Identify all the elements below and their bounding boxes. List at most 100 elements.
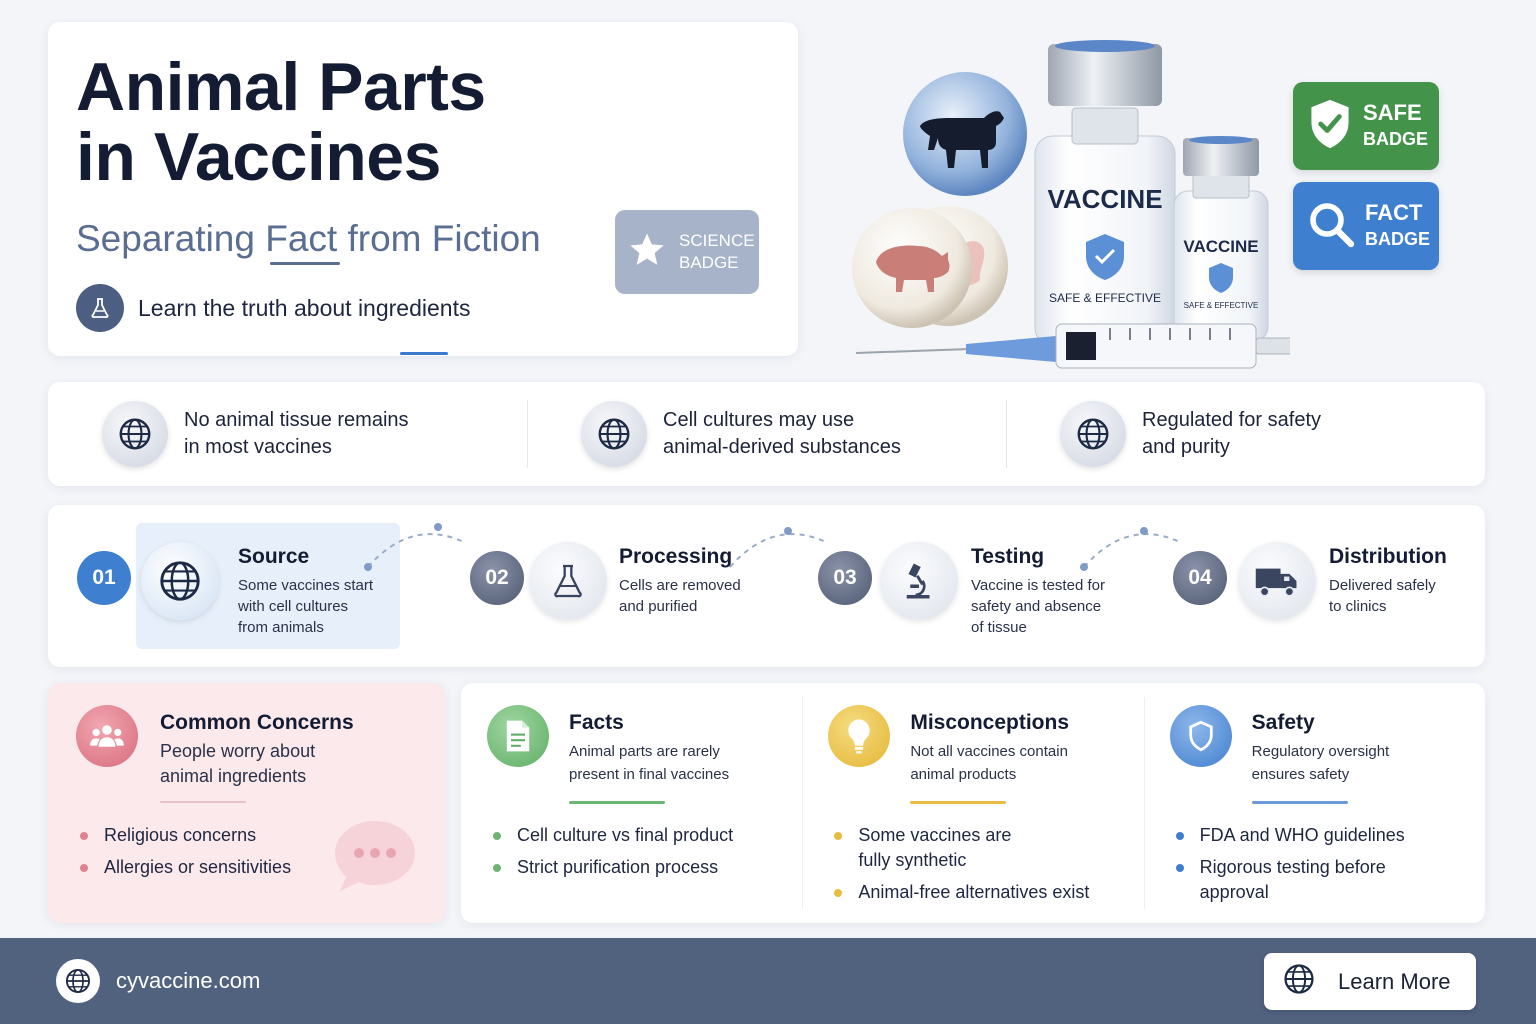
learn-more-button[interactable]: Learn More [1264,953,1476,1010]
list-item: Animal-free alternatives exist [834,880,1124,905]
step-number: 01 [77,551,131,605]
site-url[interactable]: cyvaccine.com [116,968,261,993]
list-item: Allergies or sensitivities [80,855,370,880]
science-badge-line1: SCIENCE [679,231,755,250]
fact-line2: animal-derived substances [663,436,901,458]
fact-line2: and purity [1142,436,1230,458]
list-item: Religious concerns [80,823,370,848]
flask-icon [76,284,124,332]
vial-small-label: VACCINE [1183,237,1258,256]
globe-icon [141,542,219,620]
learn-more-label: Learn More [1338,968,1451,994]
safe-badge: SAFE BADGE [1293,82,1439,170]
globe-icon [102,401,168,467]
page-subtitle: Separating Fact from Fiction [76,218,541,259]
list-item: Strict purification process [493,855,783,880]
vial-large-label: VACCINE [1047,184,1162,214]
step-title: Distribution [1329,545,1447,568]
globe-icon [1282,962,1316,1001]
globe-icon [56,959,100,1003]
cow-icon [903,72,1027,196]
divider [569,801,665,804]
globe-icon [581,401,647,467]
syringe-icon [855,323,1290,369]
step-number: 02 [470,551,524,605]
globe-icon [1060,401,1126,467]
facts-list: Cell culture vs final product Strict pur… [493,823,783,887]
list-item: Cell culture vs final product [493,823,783,848]
lightbulb-icon [828,705,891,767]
truck-icon [1238,542,1316,620]
tagline-row: Learn the truth about ingredients [76,284,470,332]
step-connector [1080,527,1183,571]
divider [160,801,246,803]
step-connector [364,523,467,571]
vaccine-vial-large: VACCINE SAFE & EFFECTIVE [1034,40,1176,347]
divider [1251,801,1348,804]
concerns-list: Religious concerns Allergies or sensitiv… [80,823,370,887]
chat-bubble-icon [335,821,415,891]
step-number: 04 [1173,551,1227,605]
step-title: Source [238,545,310,568]
list-item: FDA and WHO guidelines [1175,823,1466,848]
vaccine-illustration: VACCINE SAFE & EFFECTIVE VACCINE SAFE & … [852,40,1290,369]
step-title: Processing [619,545,733,568]
fact-item: Cell cultures may use animal-derived subs… [527,382,1006,486]
fact-item: Regulated for safety and purity [1006,382,1485,486]
vial-small-sublabel: SAFE & EFFECTIVE [1184,301,1259,310]
fact-line2: in most vaccines [184,436,332,458]
step-title: Testing [971,545,1045,568]
safety-title: Safety [1251,711,1315,734]
concerns-title: Common Concerns [160,711,354,734]
tagline: Learn the truth about ingredients [138,294,471,321]
shield-check-icon [1307,98,1353,155]
step-number: 03 [818,551,872,605]
step-connector [729,527,829,568]
accent-line [400,352,448,355]
divider [910,801,1007,804]
flask-icon [529,542,607,620]
vaccine-vial-small: VACCINE SAFE & EFFECTIVE [1173,136,1269,342]
people-icon [76,705,138,767]
footer: cyvaccine.com Learn More [0,938,1536,1024]
magnifier-icon [1307,200,1355,253]
document-icon [487,705,549,767]
safe-badge-line1: SAFE [1363,100,1422,125]
site-link[interactable]: cyvaccine.com [56,959,260,1003]
vial-large-sublabel: SAFE & EFFECTIVE [1049,291,1161,305]
shield-icon [1169,705,1232,767]
facts-title: Facts [569,711,624,734]
fact-line1: Regulated for safety [1142,409,1321,431]
misconceptions-title: Misconceptions [910,711,1070,734]
fact-badge-line1: FACT [1365,200,1423,225]
fact-line1: Cell cultures may use [663,409,855,431]
star-icon [627,230,667,275]
safe-badge-line2: BADGE [1363,129,1429,149]
safety-list: FDA and WHO guidelines Rigorous testing … [1175,823,1466,912]
microscope-icon [880,542,958,620]
pig-icon [852,208,972,328]
subtitle-underline [270,262,340,265]
